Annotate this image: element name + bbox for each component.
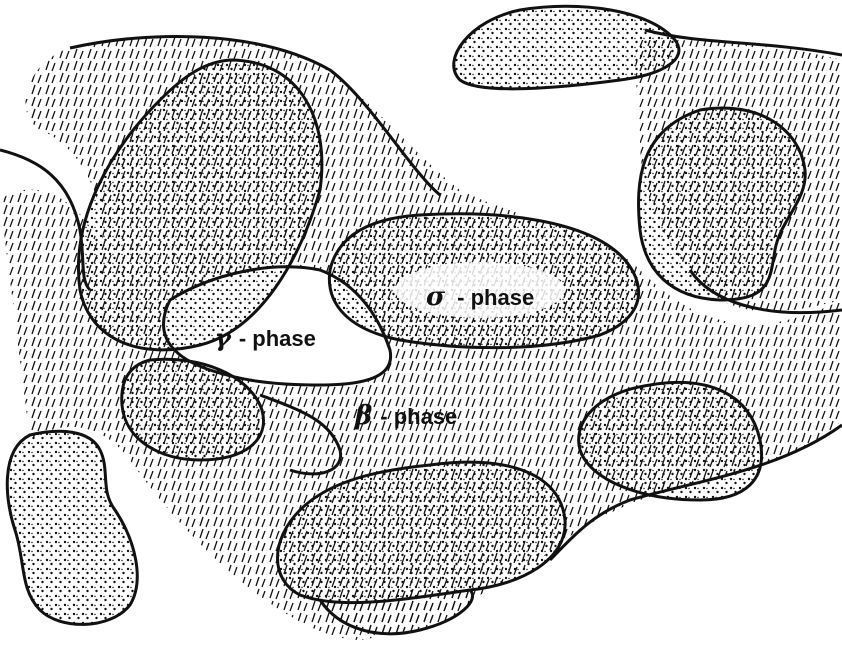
gamma-text: - phase — [239, 326, 316, 351]
gamma-phase-label: γ - phase — [215, 323, 316, 352]
gamma-symbol: γ — [215, 323, 232, 352]
beta-symbol: β — [354, 401, 372, 431]
sigma-grain-top-right — [454, 6, 679, 89]
beta-phase-label: β - phase — [354, 401, 457, 431]
sigma-phase-label: σ - phase — [426, 282, 534, 312]
sigma-text: - phase — [457, 285, 534, 310]
beta-text: - phase — [380, 404, 457, 429]
sigma-symbol: σ — [426, 282, 446, 312]
sigma-grain-bottom-left — [7, 431, 137, 624]
